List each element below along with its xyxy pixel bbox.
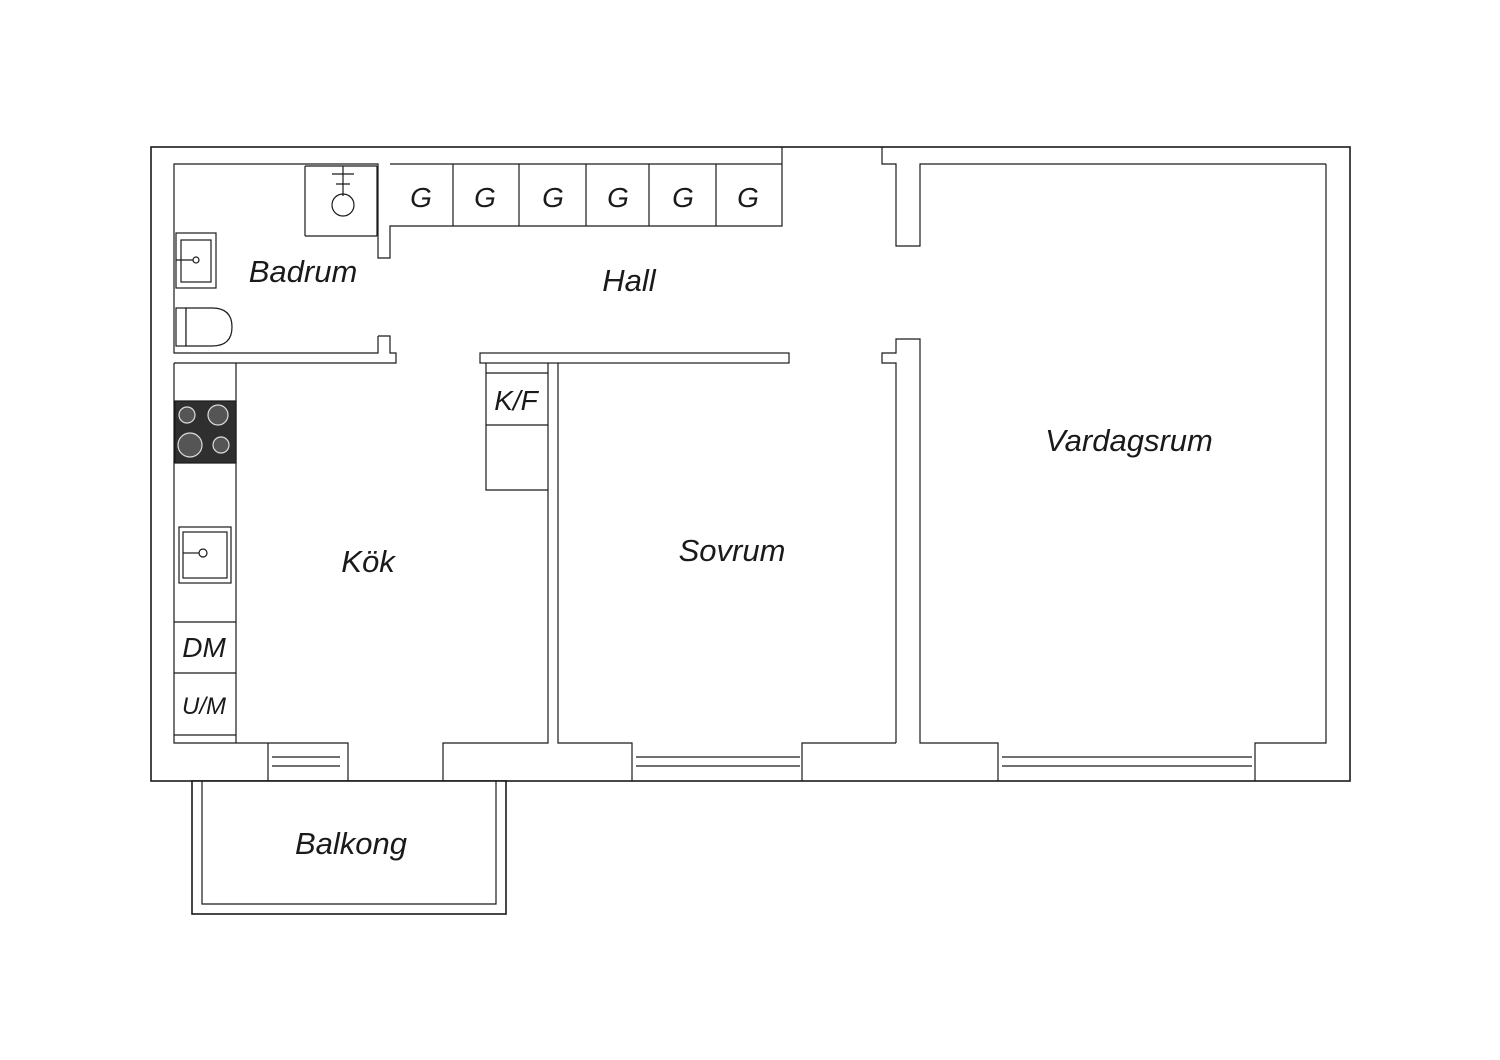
- living-room-walls: [881, 164, 1327, 781]
- room-label-sovrum: Sovrum: [679, 533, 786, 568]
- dishwasher-label: DM: [182, 632, 226, 663]
- bathroom-door-jamb: [174, 335, 397, 364]
- stove-icon: [174, 400, 237, 464]
- bedroom-walls: [557, 363, 896, 781]
- kitchen-bedroom-wall: [442, 363, 549, 781]
- room-label-vardagsrum: Vardagsrum: [1045, 423, 1213, 458]
- window-icon: [1002, 756, 1252, 767]
- outer-wall: [150, 146, 1351, 782]
- fridge-freezer-label: K/F: [494, 385, 539, 416]
- hall-partition: [479, 352, 790, 364]
- window-icon: [636, 756, 800, 767]
- closet-label: G: [672, 182, 694, 213]
- closet-row: [390, 163, 782, 226]
- closet-label: G: [474, 182, 496, 213]
- balcony-outer: [191, 780, 507, 915]
- room-label-kok: Kök: [341, 544, 396, 579]
- room-label-balkong: Balkong: [295, 826, 407, 861]
- entry-wall: [881, 147, 1326, 247]
- appliance-dividers: [174, 621, 236, 736]
- kitchen-walls: [173, 363, 349, 781]
- kitchen-sink-icon: [178, 526, 232, 584]
- room-label-badrum: Badrum: [249, 254, 358, 289]
- closet-label: G: [607, 182, 629, 213]
- fridge-cabinet: [485, 363, 548, 491]
- room-label-hall: Hall: [602, 263, 657, 298]
- toilet-icon: [175, 307, 233, 347]
- washbasin-icon: [175, 232, 217, 289]
- closet-label: G: [542, 182, 564, 213]
- shower-icon: [304, 165, 378, 237]
- window-icon: [272, 756, 340, 767]
- closet-label: G: [410, 182, 432, 213]
- closet-label: G: [737, 182, 759, 213]
- oven-microwave-label: U/M: [182, 693, 226, 720]
- balcony-inner: [201, 781, 497, 905]
